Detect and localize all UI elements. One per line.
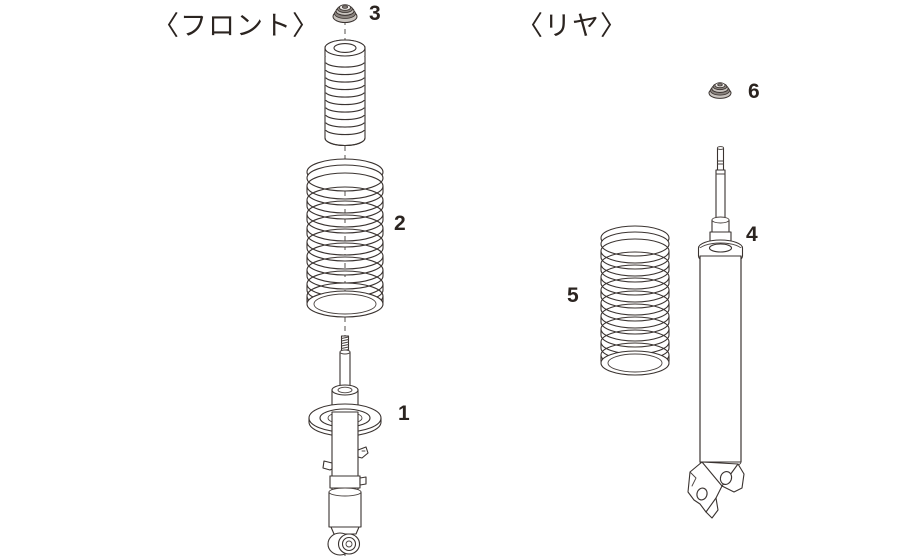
- callout-number-6: 6: [748, 80, 760, 103]
- callout-number-3: 3: [369, 2, 381, 25]
- part-4-rear-shock-absorber: [687, 146, 745, 519]
- part-6-nut-icon: [708, 82, 732, 99]
- callout-number-4: 4: [746, 223, 758, 246]
- callout-number-5: 5: [567, 284, 579, 307]
- part-3-nut-icon: [332, 4, 358, 23]
- part-2-front-coil-spring: [306, 158, 384, 318]
- part-3-dust-boot: [324, 39, 366, 147]
- section-heading-rear: 〈リヤ〉: [516, 11, 628, 42]
- callout-number-2: 2: [394, 212, 406, 235]
- part-1-front-strut: [308, 335, 382, 556]
- section-heading-front: 〈フロント〉: [152, 11, 320, 42]
- callout-number-1: 1: [398, 402, 410, 425]
- part-5-rear-coil-spring: [600, 225, 670, 376]
